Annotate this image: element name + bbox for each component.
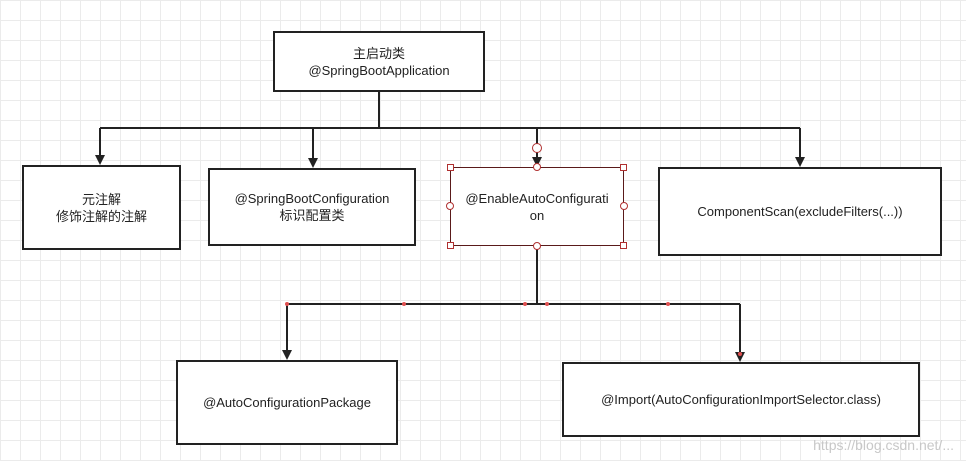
connection-handle-right[interactable] bbox=[620, 202, 628, 210]
resize-handle-top-left[interactable] bbox=[447, 164, 454, 171]
node-acp-label: @AutoConfigurationPackage bbox=[203, 395, 371, 410]
node-import-selector[interactable]: @Import(AutoConfigurationImportSelector.… bbox=[562, 362, 920, 437]
connection-point-incoming[interactable] bbox=[532, 143, 542, 153]
node-main-line2: @SpringBootApplication bbox=[308, 62, 450, 78]
node-import-label: @Import(AutoConfigurationImportSelector.… bbox=[601, 392, 881, 407]
edge-waypoint[interactable] bbox=[666, 302, 670, 306]
node-sbc-line2: 标识配置类 bbox=[279, 208, 345, 223]
node-main-line1: 主启动类 bbox=[352, 45, 405, 61]
node-enable-label: @EnableAutoConfiguration bbox=[465, 190, 609, 223]
node-autoconfigurationpackage[interactable]: @AutoConfigurationPackage bbox=[176, 360, 398, 445]
node-sbc-line1: @SpringBootConfiguration bbox=[234, 191, 390, 206]
connection-handle-bottom[interactable] bbox=[533, 242, 541, 250]
node-meta-annotation[interactable]: 元注解 修饰注解的注解 bbox=[22, 165, 181, 250]
connection-handle-left[interactable] bbox=[446, 202, 454, 210]
resize-handle-top-right[interactable] bbox=[620, 164, 627, 171]
edge-waypoint[interactable] bbox=[523, 302, 527, 306]
node-cscan-label: ComponentScan(excludeFilters(...)) bbox=[697, 204, 903, 219]
node-main-class[interactable]: 主启动类 @SpringBootApplication bbox=[273, 31, 485, 92]
watermark-text: https://blog.csdn.net/... bbox=[813, 437, 954, 453]
edge-waypoint[interactable] bbox=[738, 352, 742, 356]
node-componentscan[interactable]: ComponentScan(excludeFilters(...)) bbox=[658, 167, 942, 256]
connection-handle-top[interactable] bbox=[533, 163, 541, 171]
resize-handle-bottom-right[interactable] bbox=[620, 242, 627, 249]
resize-handle-bottom-left[interactable] bbox=[447, 242, 454, 249]
node-meta-line1: 元注解 bbox=[81, 191, 121, 207]
edge-waypoint[interactable] bbox=[545, 302, 549, 306]
node-meta-line2: 修饰注解的注解 bbox=[55, 208, 147, 224]
edge-waypoint[interactable] bbox=[402, 302, 406, 306]
node-enableautoconfiguration[interactable]: @EnableAutoConfiguration bbox=[450, 167, 624, 246]
node-springbootconfiguration[interactable]: @SpringBootConfiguration 标识配置类 bbox=[208, 168, 416, 246]
edge-waypoint[interactable] bbox=[285, 302, 289, 306]
